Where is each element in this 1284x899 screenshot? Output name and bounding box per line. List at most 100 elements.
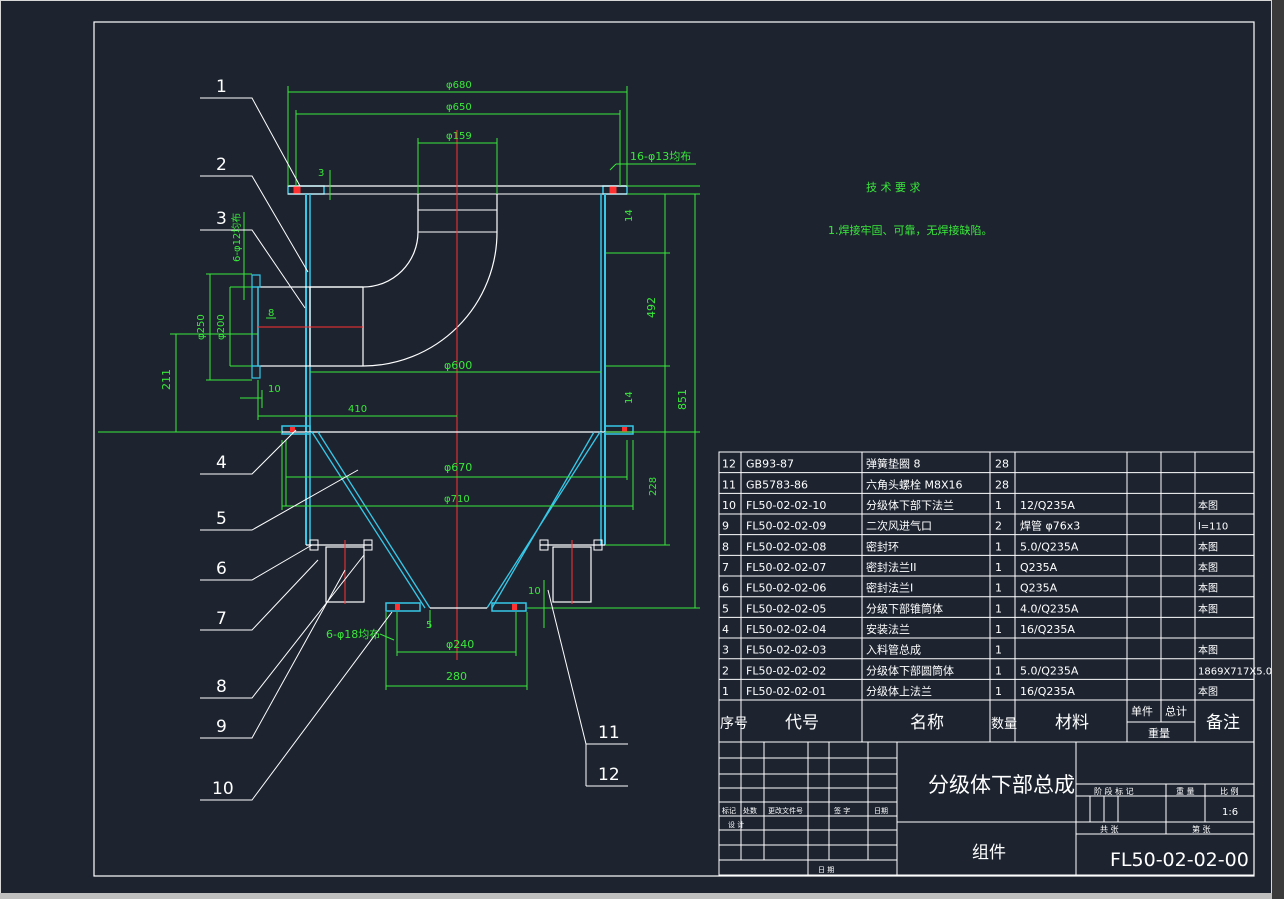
dim-d670: φ670	[444, 461, 472, 474]
scale-value: 1:6	[1222, 807, 1238, 818]
dim-d200: φ200	[216, 314, 227, 340]
date-label: 日 期	[818, 866, 834, 874]
rev-col-doc: 更改文件号	[768, 806, 803, 815]
bom-header-qty: 数量	[991, 717, 1017, 732]
dim-d250: φ250	[196, 314, 207, 340]
part-geometry	[251, 130, 634, 660]
bom-cell-remark: 本图	[1198, 540, 1218, 553]
bom-cell-qty: 1	[995, 582, 1002, 595]
dimension-lines	[98, 86, 700, 690]
bom-cell-remark: 本图	[1198, 499, 1218, 512]
drawing-title: 分级体下部总成	[928, 773, 1075, 797]
tech-title: 技 术 要 求	[866, 181, 921, 194]
dim-t3: 3	[318, 168, 324, 179]
bom-header-weight: 重量	[1148, 726, 1170, 740]
tech-line1: 1.焊接牢固、可靠，无焊接缺陷。	[828, 223, 993, 237]
bom-header-remark: 备注	[1206, 713, 1240, 733]
bom-header-material: 材料	[1055, 713, 1089, 733]
rev-col-count: 处数	[743, 806, 757, 815]
bom-cell-code: FL50-02-02-02	[746, 664, 826, 677]
bom-cell-remark: 1869X717X5.0	[1198, 666, 1272, 677]
dim-d410: 410	[348, 404, 367, 415]
dim-d211: 211	[160, 369, 173, 390]
bom-cell-material: Q235A	[1020, 561, 1058, 574]
dim-holes16: 16-φ13均布	[630, 150, 691, 163]
dim-d851: 851	[676, 389, 689, 410]
balloon-3: 3	[216, 209, 227, 229]
bom-cell-qty: 1	[995, 644, 1002, 657]
bom-cell-code: FL50-02-02-06	[746, 582, 826, 595]
bom-cell-name: 密封环	[866, 539, 899, 553]
bom-cell-code: FL50-02-02-10	[746, 499, 826, 512]
balloon-2: 2	[216, 155, 227, 175]
vertical-scrollbar[interactable]	[1272, 0, 1284, 899]
bom-cell-material: 16/Q235A	[1020, 685, 1075, 698]
bom-cell-qty: 2	[995, 520, 1002, 533]
bom-cell-qty: 1	[995, 623, 1002, 636]
bom-cell-name: 分级体上法兰	[866, 684, 932, 698]
bom-cell-no: 8	[722, 540, 729, 553]
horizontal-scrollbar[interactable]	[0, 893, 1272, 899]
dim-d680: φ680	[446, 80, 472, 91]
dim-holes6-12: 6-φ12均布	[231, 213, 243, 262]
balloon-5: 5	[216, 509, 227, 529]
bom-cell-code: GB5783-86	[746, 478, 808, 491]
bom-cell-material: 4.0/Q235A	[1020, 602, 1079, 615]
bom-cell-code: FL50-02-02-04	[746, 623, 826, 636]
bom-header-unit: 单件	[1131, 705, 1153, 718]
bom-cell-material: Q235A	[1020, 582, 1058, 595]
bom-cell-qty: 1	[995, 602, 1002, 615]
dim-d10: 10	[268, 384, 281, 395]
dim-d280: 280	[446, 670, 467, 683]
leader-lines	[200, 97, 628, 801]
bom-cell-name: 安装法兰	[866, 622, 910, 636]
bom-cell-name: 二次风进气口	[866, 519, 932, 533]
bom-header-code: 代号	[785, 713, 819, 733]
bom-cell-no: 12	[722, 458, 736, 471]
bom-cell-qty: 1	[995, 499, 1002, 512]
bom-cell-qty: 28	[995, 458, 1009, 471]
drawing-type: 组件	[972, 843, 1006, 863]
bom-cell-name: 入料管总成	[866, 643, 921, 657]
balloon-labels: 1 2 3 4 5 6 7 8 9 10 11 12	[212, 77, 620, 799]
bom-cell-material: 12/Q235A	[1020, 499, 1075, 512]
bom-cell-no: 9	[722, 520, 729, 533]
dim-d650: φ650	[446, 102, 472, 113]
bom-header-total: 总计	[1165, 704, 1187, 718]
bom-cell-no: 10	[722, 499, 736, 512]
technical-requirements: 技 术 要 求 1.焊接牢固、可靠，无焊接缺陷。	[828, 181, 993, 237]
dim-d14a: 14	[624, 209, 635, 222]
bom-cell-remark: 本图	[1198, 582, 1218, 595]
dim-d710: φ710	[444, 494, 470, 505]
bom-cell-no: 5	[722, 602, 729, 615]
bom-header-no: 序号	[720, 716, 748, 732]
dim-d10b: 10	[528, 586, 541, 597]
bom-cell-code: GB93-87	[746, 458, 794, 471]
bom-cell-code: FL50-02-02-08	[746, 540, 826, 553]
dim-d5: 5	[426, 620, 432, 631]
bom-cell-name: 分级体下部下法兰	[866, 498, 954, 512]
stage-label: 阶 段 标 记	[1094, 786, 1134, 796]
bom-cell-qty: 1	[995, 561, 1002, 574]
bom-cell-remark: 本图	[1198, 685, 1218, 698]
dim-d240: φ240	[446, 638, 474, 651]
inner-frame	[93, 21, 1255, 877]
dim-d228: 228	[648, 477, 659, 496]
dimension-texts: φ680 φ650 φ159 16-φ13均布 3 φ600 410 φ670 …	[160, 80, 691, 683]
balloon-6: 6	[216, 559, 227, 579]
balloon-11: 11	[598, 723, 620, 743]
dim-d600: φ600	[444, 359, 472, 372]
balloon-10: 10	[212, 779, 234, 799]
scale-label: 比 例	[1220, 786, 1239, 796]
bom-cell-qty: 1	[995, 685, 1002, 698]
bom-cell-code: FL50-02-02-03	[746, 644, 826, 657]
drawing-number: FL50-02-02-00	[1110, 849, 1249, 871]
bom-cell-qty: 1	[995, 664, 1002, 677]
bom-cell-code: FL50-02-02-01	[746, 685, 826, 698]
bom-cell-name: 弹簧垫圈 8	[866, 457, 921, 471]
bom-cell-no: 7	[722, 561, 729, 574]
weight-label: 重 量	[1176, 786, 1195, 796]
